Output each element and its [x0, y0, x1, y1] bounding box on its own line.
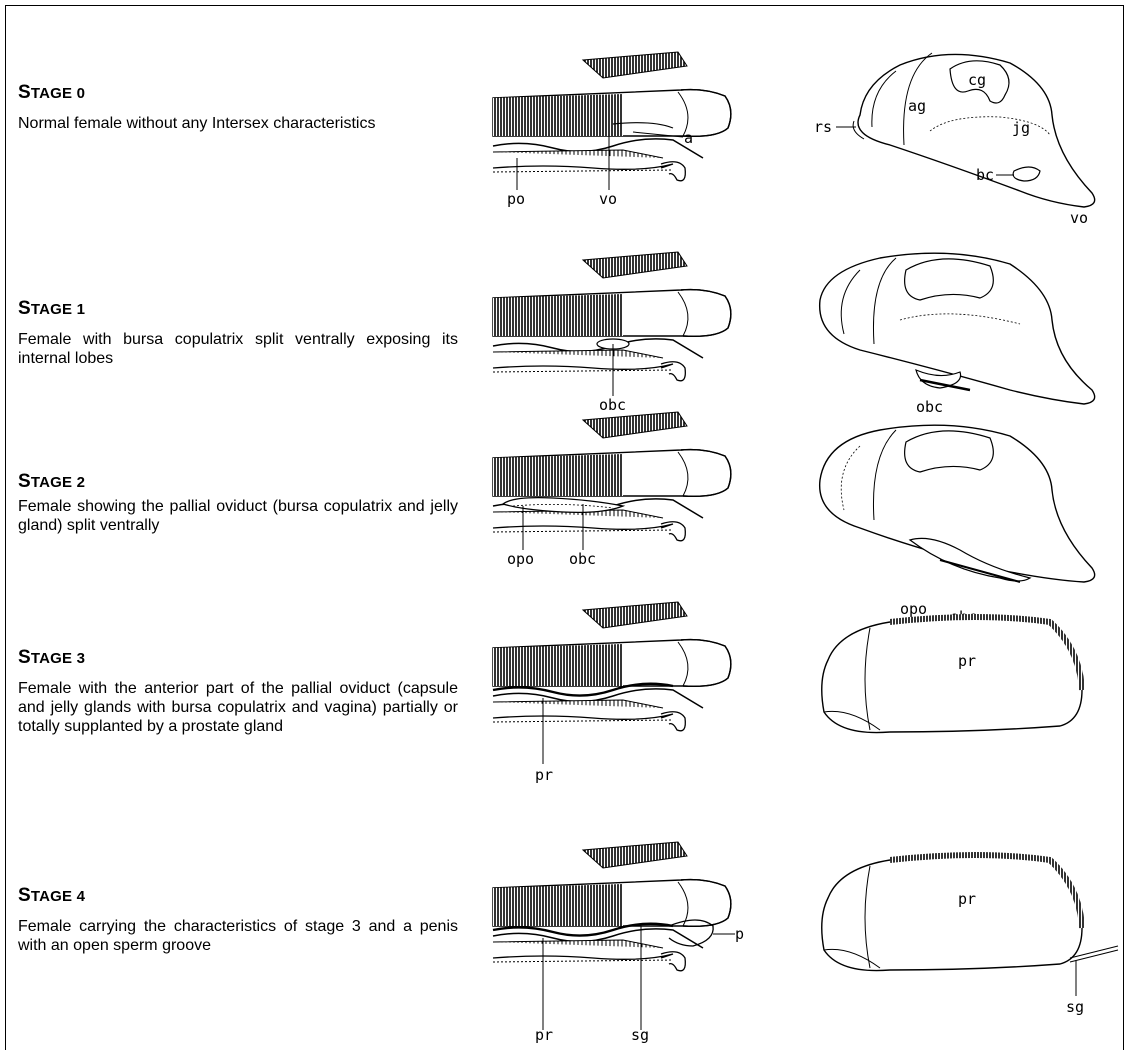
- stage-4-text: STAGE 4 Female carrying the characterist…: [18, 885, 458, 955]
- stage-2-title: STAGE 2: [18, 471, 458, 493]
- stage-0-right-diagram: cg ag rs jg bc vo: [800, 35, 1120, 225]
- stage-0-title: STAGE 0: [18, 82, 458, 104]
- label-jg: jg: [1012, 119, 1030, 137]
- stage-2-left-diagram: opo obc: [473, 400, 773, 570]
- stage-1-title: STAGE 1: [18, 298, 458, 320]
- stage-1-left-diagram: obc: [473, 240, 773, 410]
- stage-1-description: Female with bursa copulatrix split ventr…: [18, 330, 458, 368]
- stage-4-title: STAGE 4: [18, 885, 458, 907]
- stage-0-description: Normal female without any Intersex chara…: [18, 114, 458, 133]
- stage-3-text: STAGE 3 Female with the anterior part of…: [18, 647, 458, 736]
- label-rs: rs: [814, 118, 832, 136]
- label-pr: pr: [535, 766, 553, 784]
- label-pr-stage4: pr: [535, 1026, 553, 1044]
- label-sg: sg: [631, 1026, 649, 1044]
- stage-1-text: STAGE 1 Female with bursa copulatrix spl…: [18, 298, 458, 368]
- stage-2-text: STAGE 2 Female showing the pallial ovidu…: [18, 471, 458, 535]
- label-pr-right-stage4: pr: [958, 890, 976, 908]
- stage-4-right-diagram: pr sg: [800, 838, 1120, 1038]
- stage-0-text: STAGE 0 Normal female without any Inters…: [18, 82, 458, 133]
- label-p: p: [735, 925, 744, 943]
- stage-3-right-diagram: pr: [800, 600, 1120, 800]
- label-a: a: [684, 129, 693, 147]
- stage-0-left-diagram: a po vo: [473, 40, 773, 210]
- label-cg: cg: [968, 71, 986, 89]
- label-sg-right: sg: [1066, 998, 1084, 1016]
- stage-2-description: Female showing the pallial oviduct (burs…: [18, 497, 458, 535]
- label-ag: ag: [908, 97, 926, 115]
- label-vo-right: vo: [1070, 209, 1088, 227]
- label-vo: vo: [599, 190, 617, 208]
- label-opo: opo: [507, 550, 534, 568]
- label-bc: bc: [976, 166, 994, 184]
- stage-3-description: Female with the anterior part of the pal…: [18, 679, 458, 736]
- label-po: po: [507, 190, 525, 208]
- stage-3-title: STAGE 3: [18, 647, 458, 669]
- stage-4-description: Female carrying the characteristics of s…: [18, 917, 458, 955]
- stage-2-right-diagram: opo obc: [800, 400, 1120, 590]
- label-obc-stage2: obc: [569, 550, 596, 568]
- stage-4-left-diagram: p pr sg: [473, 830, 773, 1040]
- label-pr-right: pr: [958, 652, 976, 670]
- stage-3-left-diagram: pr: [473, 590, 773, 790]
